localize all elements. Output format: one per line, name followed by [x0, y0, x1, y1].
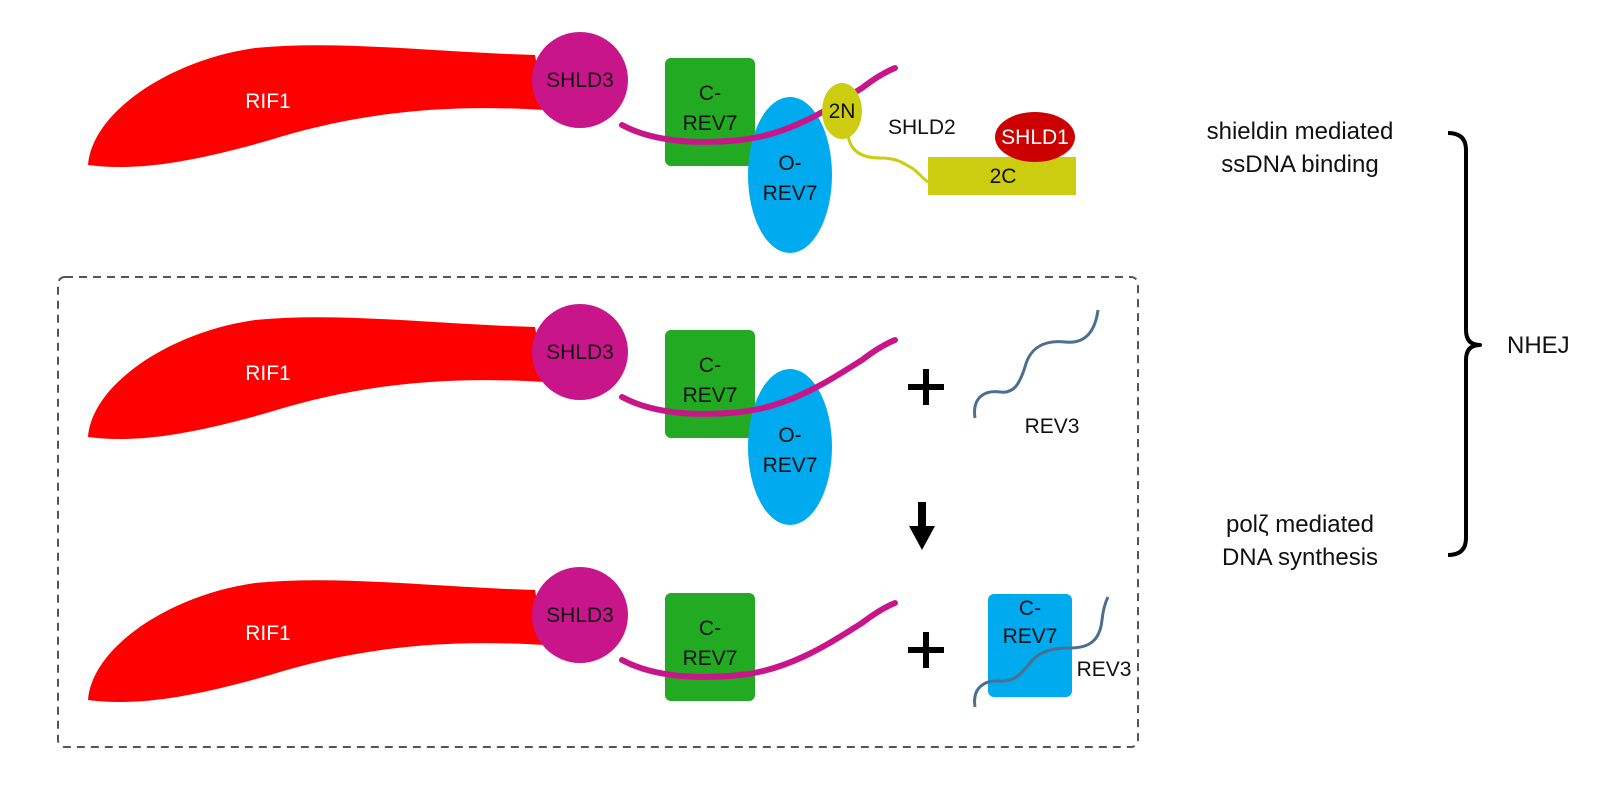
- c-rev7-label-line1: C-: [699, 354, 721, 377]
- rif1-shape: [88, 45, 545, 168]
- rev3-label: REV3: [1077, 658, 1132, 681]
- c-rev7-label-line2: REV7: [683, 112, 738, 135]
- shld3-label: SHLD3: [546, 341, 614, 364]
- shld3-circle: [532, 32, 628, 128]
- rev3-label: REV3: [1025, 415, 1080, 438]
- shld3-tail: [619, 600, 898, 680]
- rif1-label: RIF1: [245, 90, 291, 113]
- curly-bracket: [1447, 131, 1482, 557]
- rif1-label: RIF1: [245, 622, 291, 645]
- shld2-label: SHLD2: [888, 116, 956, 139]
- shld1-label: SHLD1: [1001, 126, 1069, 149]
- complex-bottom: RIF1 SHLD3 C- REV7 C- REV7 REV3: [88, 567, 1132, 708]
- o-rev7-label-line2: REV7: [763, 454, 818, 477]
- shld3-circle: [532, 567, 628, 663]
- two-n-label: 2N: [829, 100, 856, 123]
- shld1-ellipse: [995, 112, 1075, 162]
- c-rev7-label-line2: REV7: [683, 647, 738, 670]
- o-rev7-label-line1: O-: [778, 424, 801, 447]
- rev3-strand: [973, 596, 1110, 708]
- o-rev7-label-line1: O-: [778, 152, 801, 175]
- o-rev7-label-line2: REV7: [763, 182, 818, 205]
- shieldin-label-line1: shieldin mediated: [1207, 118, 1394, 145]
- nhej-label: NHEJ: [1507, 332, 1570, 359]
- c-rev7-label-line1: C-: [1019, 597, 1041, 620]
- shieldin-label-line2: ssDNA binding: [1221, 151, 1378, 178]
- shld2-linker: [846, 134, 929, 184]
- plus-sign: [908, 632, 944, 668]
- polz-label-line1: polζ mediated: [1226, 511, 1374, 538]
- shld2-n-domain: [822, 83, 862, 139]
- shld2-c-domain: [928, 157, 1076, 195]
- down-arrow-icon: [909, 502, 935, 550]
- rif1-shape: [88, 317, 545, 440]
- shld3-tail: [619, 65, 898, 145]
- two-c-label: 2C: [990, 165, 1017, 188]
- shld3-tail: [619, 337, 898, 417]
- c-rev7-label-line2: REV7: [1003, 625, 1058, 648]
- o-rev7-ellipse: [748, 369, 832, 525]
- polz-label-line2: DNA synthesis: [1222, 544, 1378, 571]
- c-rev7-rev3-box: [988, 594, 1072, 697]
- rev3-strand: [973, 309, 1100, 419]
- complex-middle: RIF1 SHLD3 C- REV7 O- REV7 REV3: [88, 304, 1100, 525]
- c-rev7-label-line1: C-: [699, 617, 721, 640]
- shld3-circle: [532, 304, 628, 400]
- shld3-label: SHLD3: [546, 604, 614, 627]
- dashed-frame: [57, 276, 1139, 748]
- shld3-label: SHLD3: [546, 69, 614, 92]
- rif1-shape: [88, 580, 545, 703]
- c-rev7-label-line1: C-: [699, 82, 721, 105]
- c-rev7-label-line2: REV7: [683, 384, 738, 407]
- o-rev7-ellipse: [748, 97, 832, 253]
- plus-sign: [908, 369, 944, 405]
- rif1-label: RIF1: [245, 362, 291, 385]
- complex-shieldin: RIF1 SHLD3 C- REV7 O- REV7 2N SHLD2 2C S…: [88, 32, 1076, 253]
